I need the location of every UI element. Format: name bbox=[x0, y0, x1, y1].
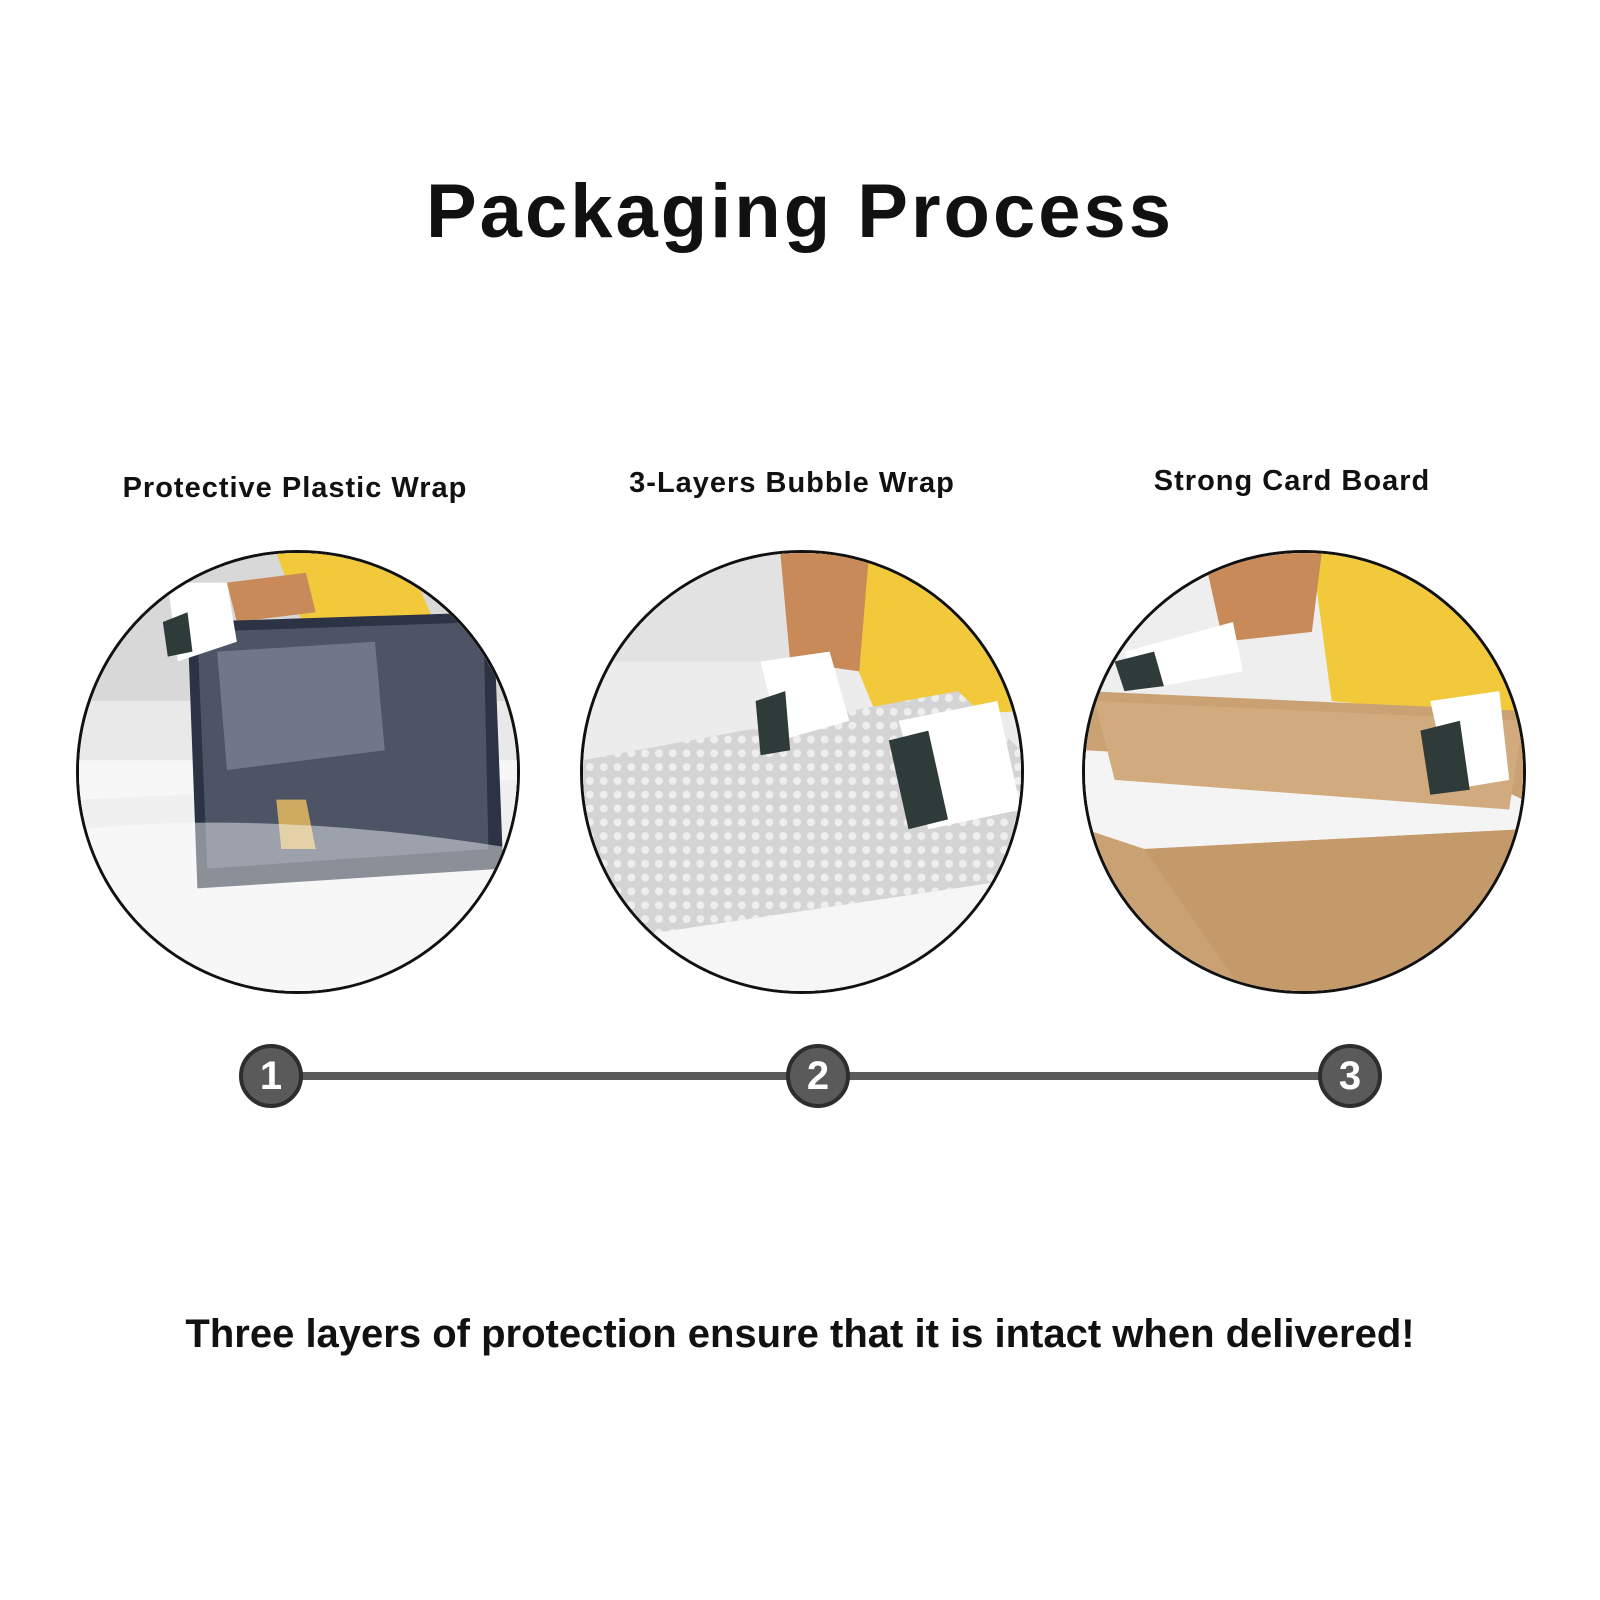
plastic-wrap-photo bbox=[76, 550, 520, 994]
cardboard-photo bbox=[1082, 550, 1526, 994]
step-label-bubble-wrap: 3-Layers Bubble Wrap bbox=[629, 467, 955, 499]
tagline: Three layers of protection ensure that i… bbox=[185, 1312, 1415, 1356]
bubble-wrap-photo bbox=[580, 550, 1024, 994]
step-number-2: 2 bbox=[786, 1044, 850, 1108]
page-title: Packaging Process bbox=[425, 169, 1175, 254]
step-number-3: 3 bbox=[1318, 1044, 1382, 1108]
step-number-1: 1 bbox=[239, 1044, 303, 1108]
step-label-card-board: Strong Card Board bbox=[1153, 465, 1431, 497]
step-label-plastic-wrap: Protective Plastic Wrap bbox=[122, 472, 468, 504]
